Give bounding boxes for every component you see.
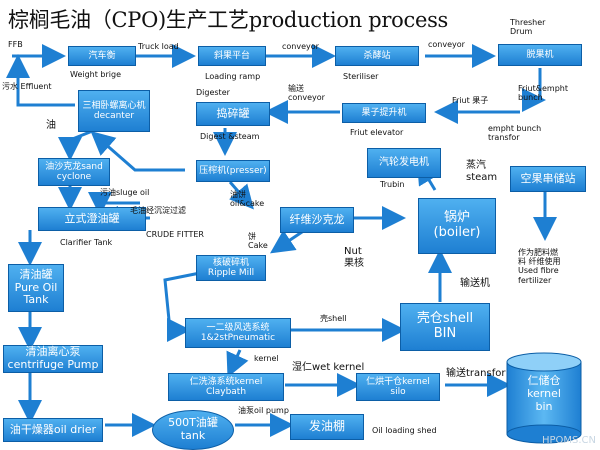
centrifuge-pump-box: 清油离心泵 centrifuge Pump: [3, 345, 103, 373]
label-oil: 油: [46, 120, 56, 131]
label-steriliser: Steriliser: [343, 72, 379, 81]
fruit-elevator-box: 果子提升机: [342, 103, 426, 123]
turbine-box: 汽轮发电机: [367, 148, 441, 178]
clarifier-label: 立式澄油罐: [64, 211, 120, 225]
truck-scale-label: 汽车衡: [88, 50, 116, 61]
shell-bin-box: 壳仓shell BIN: [400, 303, 490, 351]
fruit-elevator-label: 果子提升机: [361, 107, 407, 118]
thresher-label: 脱果机: [526, 49, 554, 60]
steriliser-label: 杀酵站: [363, 50, 391, 61]
label-thresher-drum: Thresher Drum: [510, 18, 546, 37]
page-title: 棕榈毛油（CPO)生产工艺production process: [8, 8, 449, 32]
label-ffb: FFB: [8, 40, 23, 49]
sand-cyclone-box: 油沙克龙sand cyclone: [38, 158, 110, 186]
steriliser-box: 杀酵站: [335, 46, 419, 66]
label-loading-ramp: Loading ramp: [205, 72, 261, 81]
oil-loading-shed-box: 发油棚: [290, 414, 364, 440]
oil-loading-shed-label: 发油棚: [308, 419, 345, 434]
label-oil-pump: 油泵oil pump: [238, 406, 289, 415]
label-nut: Nut 果核: [344, 246, 364, 269]
ripple-mill-label: 核破碎机 Ripple Mill: [207, 257, 255, 278]
label-truck-load: Truck load: [138, 42, 179, 51]
kernel-bin-cylinder: 仁储仓 kernel bin: [505, 352, 583, 444]
label-fruit-elevator: Friut elevator: [350, 128, 404, 137]
pneumatic-label: 一二级风选系统 1&2stPneumatic: [200, 322, 276, 343]
ripple-mill-box: 核破碎机 Ripple Mill: [196, 255, 266, 281]
label-empty-bunch-transfer: empht bunch transfor: [488, 124, 542, 143]
pure-oil-tank-box: 清油罐 Pure Oil Tank: [8, 264, 64, 312]
claybath-label: 仁洗涤系统kernel Claybath: [189, 376, 263, 397]
presser-box: 压榨机(presser): [196, 160, 270, 182]
truck-scale-box: 汽车衡: [68, 46, 136, 66]
label-effluent: 污水 Effluent: [2, 82, 52, 91]
label-crude-fitter-en: CRUDE FITTER: [146, 230, 204, 239]
oil-drier-label: 油干燥器oil drier: [9, 422, 97, 436]
boiler-box: 锅炉 (boiler): [418, 198, 496, 254]
watermark: HPOMS.CN: [541, 435, 596, 446]
loading-ramp-label: 斜果平台: [213, 50, 250, 61]
kernel-silo-label: 仁烘干仓kernel silo: [366, 376, 430, 397]
label-wet-kernel: 湿仁wet kernel: [292, 362, 365, 373]
label-weight-bridge: Weight brige: [70, 70, 122, 79]
label-turbine: Trubin: [380, 180, 405, 189]
centrifuge-pump-label: 清油离心泵 centrifuge Pump: [7, 345, 99, 371]
cylinder-graphic: [506, 352, 582, 444]
label-used-fibre: 作为肥料燃 料 纤维使用 Used fibre fertilizer: [518, 248, 561, 285]
label-clarifier-tank: Clarifier Tank: [60, 238, 113, 247]
claybath-box: 仁洗涤系统kernel Claybath: [168, 373, 284, 401]
label-conveyor-1: conveyor: [282, 42, 319, 51]
storage-tank-label: 500T油罐 tank: [168, 416, 218, 442]
empty-bunch-store-label: 空果串储站: [520, 171, 576, 185]
presser-label: 压榨机(presser): [199, 165, 267, 176]
pure-oil-tank-label: 清油罐 Pure Oil Tank: [14, 268, 58, 307]
label-crude-fitter-cn: 毛油经沉淀过滤: [130, 206, 186, 215]
decanter-box: 三相卧螺离心机 decanter: [78, 90, 150, 132]
fibre-cyclone-label: 纤维沙克龙: [289, 212, 345, 226]
label-digester: Digester: [196, 88, 230, 97]
label-digest-steam: Digest &steam: [200, 132, 260, 141]
boiler-label: 锅炉 (boiler): [433, 210, 481, 240]
label-shell: 壳shell: [320, 314, 347, 323]
label-cake: 饼 Cake: [248, 232, 268, 251]
label-sludge-oil: 污油sluge oil: [100, 188, 150, 197]
thresher-box: 脱果机: [498, 44, 582, 66]
digester-box: 捣碎罐: [196, 102, 270, 126]
label-fruit: Friut 果子: [452, 96, 489, 105]
label-transfer: 输送transfor: [446, 368, 506, 379]
label-song-conveyor: 输送 conveyor: [288, 84, 325, 103]
storage-tank-500t: 500T油罐 tank: [152, 410, 234, 450]
kernel-bin-label: 仁储仓 kernel bin: [527, 374, 561, 414]
label-conveyor-2: conveyor: [428, 40, 465, 49]
loading-ramp-box: 斜果平台: [198, 46, 266, 66]
label-oil-loading-shed: Oil loading shed: [372, 426, 437, 435]
decanter-label: 三相卧螺离心机 decanter: [82, 100, 146, 121]
kernel-silo-box: 仁烘干仓kernel silo: [356, 373, 440, 401]
label-conveyor-cn: 输送机: [460, 278, 490, 289]
empty-bunch-store-box: 空果串储站: [510, 166, 586, 192]
label-kernel: kernel: [254, 354, 279, 363]
turbine-label: 汽轮发电机: [379, 157, 429, 169]
digester-label: 捣碎罐: [216, 106, 250, 120]
label-fruit-empty-bunch: Friut&empht bunch: [518, 84, 568, 103]
sand-cyclone-label: 油沙克龙sand cyclone: [45, 161, 103, 182]
label-steam: 蒸汽 steam: [466, 160, 498, 183]
shell-bin-label: 壳仓shell BIN: [416, 311, 474, 341]
label-oil-cake: 油饼 oil&cake: [230, 190, 265, 209]
fibre-cyclone-box: 纤维沙克龙: [280, 207, 354, 233]
clarifier-box: 立式澄油罐: [38, 207, 146, 231]
oil-drier-box: 油干燥器oil drier: [3, 418, 103, 442]
pneumatic-box: 一二级风选系统 1&2stPneumatic: [185, 318, 291, 348]
